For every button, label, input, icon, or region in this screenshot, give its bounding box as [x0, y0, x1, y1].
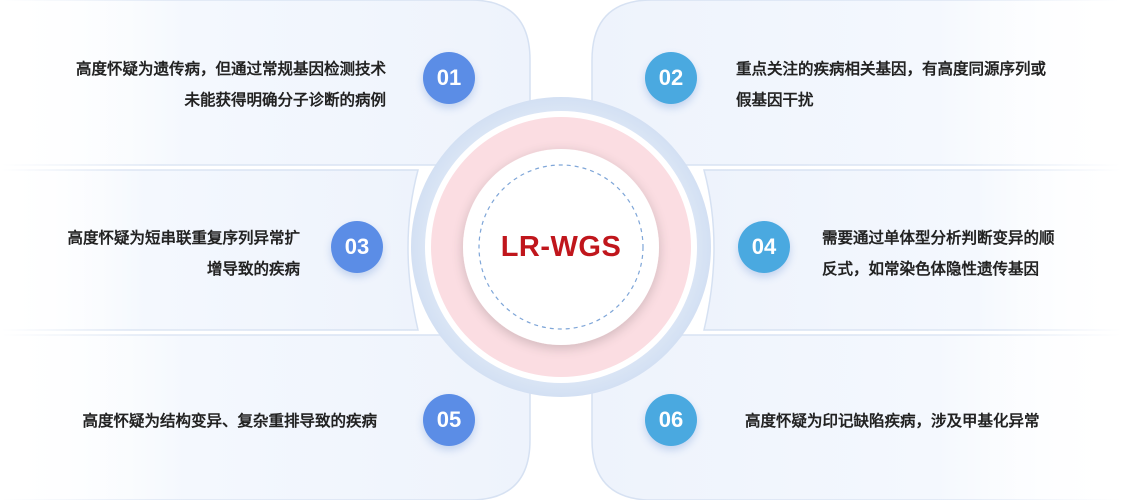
item-06-line-1: 高度怀疑为印记缺陷疾病，涉及甲基化异常 [745, 412, 1040, 430]
item-01-line-2: 未能获得明确分子诊断的病例 [184, 91, 386, 109]
panel-03 [0, 169, 419, 331]
core-circle [463, 149, 659, 345]
item-03-line-2: 增导致的疾病 [206, 260, 300, 278]
badge-06: 06 [645, 394, 697, 446]
item-05-line-1: 高度怀疑为结构变异、复杂重排导致的疾病 [82, 412, 377, 430]
item-03-text: 高度怀疑为短串联重复序列异常扩 增导致的疾病 [67, 223, 300, 285]
badge-03: 03 [331, 221, 383, 273]
item-01-line-1: 高度怀疑为遗传病，但通过常规基因检测技术 [75, 60, 386, 78]
item-06-text: 高度怀疑为印记缺陷疾病，涉及甲基化异常 [745, 406, 1040, 437]
item-02-text: 重点关注的疾病相关基因，有高度同源序列或 假基因干扰 [736, 54, 1046, 116]
panel-04 [703, 169, 1122, 331]
badge-01: 01 [423, 52, 475, 104]
center-label: LR-WGS [500, 230, 622, 263]
item-01-text: 高度怀疑为遗传病，但通过常规基因检测技术 未能获得明确分子诊断的病例 [76, 54, 386, 116]
item-04-text: 需要通过单体型分析判断变异的顺 反式，如常染色体隐性遗传基因 [822, 223, 1055, 285]
core-dashed-circle [478, 164, 644, 330]
badge-02: 02 [645, 52, 697, 104]
item-03-line-1: 高度怀疑为短串联重复序列异常扩 [67, 229, 300, 247]
badge-04: 04 [738, 221, 790, 273]
badge-05: 05 [423, 394, 475, 446]
item-02-line-1: 重点关注的疾病相关基因，有高度同源序列或 [736, 60, 1047, 78]
item-04-line-1: 需要通过单体型分析判断变异的顺 [822, 229, 1055, 247]
item-04-line-2: 反式，如常染色体隐性遗传基因 [822, 260, 1040, 278]
item-02-line-2: 假基因干扰 [736, 91, 814, 109]
item-05-text: 高度怀疑为结构变异、复杂重排导致的疾病 [82, 406, 377, 437]
